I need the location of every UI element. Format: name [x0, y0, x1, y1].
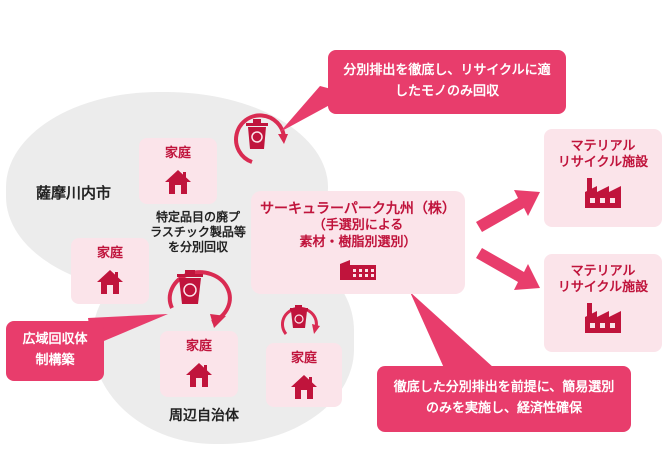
house-icon [186, 362, 212, 387]
recycle-bin-icon [167, 270, 232, 328]
center-title: サーキュラーパーク九州（株） [260, 201, 456, 217]
factory-icon [585, 178, 621, 209]
callout-bottom: 徹底した分別排出を前提に、簡易選別のみを実施し、経済性確保 [377, 366, 631, 432]
house-icon [291, 374, 317, 399]
circular-park-box: サーキュラーパーク九州（株） （手選別による 素材・樹脂別選別） [251, 191, 465, 294]
center-subtitle-2: 素材・樹脂別選別） [299, 235, 417, 251]
household-label: 家庭 [185, 339, 212, 354]
household-card-1: 家庭 [139, 138, 217, 204]
callout-top: 分別排出を徹底し、リサイクルに適したモノのみ回収 [328, 50, 566, 114]
center-subtitle-1: （手選別による [312, 218, 404, 234]
facility-label-1: マテリアル [570, 139, 636, 154]
household-card-4: 家庭 [266, 343, 342, 407]
callout-pointer-bottom [410, 292, 494, 368]
facility-label-1: マテリアル [570, 264, 636, 279]
collection-note: 特定品目の廃プラスチック製品等を分別回収 [150, 210, 246, 254]
recycling-facility-1: マテリアル リサイクル施設 [544, 129, 662, 227]
arrow-icon [476, 190, 540, 232]
factory-icon [585, 303, 621, 334]
recycle-bin-icon [280, 305, 320, 335]
arrow-icon [476, 248, 540, 290]
household-label: 家庭 [290, 351, 317, 366]
house-icon [165, 169, 191, 194]
household-label: 家庭 [164, 146, 191, 161]
house-icon [97, 269, 123, 294]
surrounding-label: 周辺自治体 [169, 408, 239, 424]
facility-label-2: リサイクル施設 [557, 279, 649, 295]
callout-pointer-left [88, 314, 168, 346]
callout-left: 広域回収体制構築 [6, 321, 104, 381]
recycle-bin-icon [234, 113, 288, 164]
household-card-2: 家庭 [71, 238, 149, 304]
household-label: 家庭 [96, 246, 123, 261]
facility-label-2: リサイクル施設 [557, 154, 649, 170]
satsuma-label: 薩摩川内市 [36, 184, 112, 202]
building-icon [340, 259, 376, 280]
household-card-3: 家庭 [160, 331, 238, 397]
recycling-facility-2: マテリアル リサイクル施設 [544, 254, 662, 352]
